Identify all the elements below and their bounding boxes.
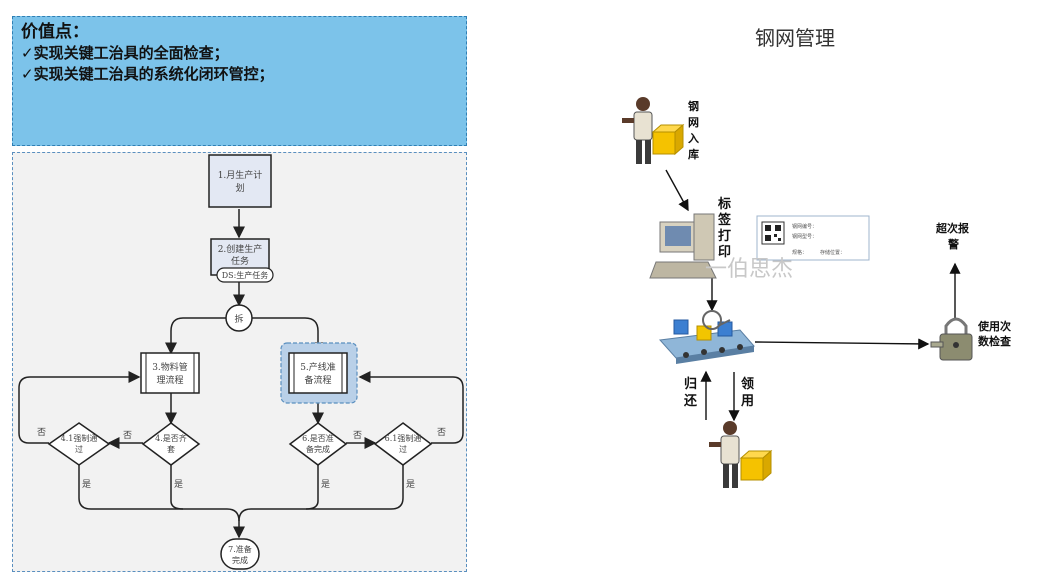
inbound-char-1: 钢 <box>688 99 699 113</box>
node-monthly-plan <box>208 154 272 208</box>
no-label-3: 否 <box>353 430 362 441</box>
decision-4-line2: 套 <box>167 444 175 454</box>
node-1-line1: 1.月生产计 <box>218 169 263 181</box>
overuse-alarm-line2: 警 <box>947 237 959 251</box>
overuse-alarm-line1: 超次报 <box>935 221 970 235</box>
value-points-title: 价值点： <box>21 22 89 42</box>
return-char-1: 归 <box>684 376 697 392</box>
split-label: 拆 <box>234 313 243 325</box>
value-points-panel: 价值点： ✓实现关键工治具的全面检查； ✓实现关键工治具的系统化闭环管控； <box>12 16 467 146</box>
lock-icon <box>930 317 973 361</box>
decision-prep-complete <box>288 422 348 466</box>
node-2-line2: 任务 <box>231 255 249 267</box>
receive-char-1: 领 <box>741 376 754 392</box>
node-line-prep-flow <box>288 352 348 394</box>
worker-icon-bottom <box>709 421 740 488</box>
data-store-tag <box>216 267 274 283</box>
print-char-1: 标 <box>717 196 731 212</box>
label-field-1: 钢网编号： <box>792 223 817 230</box>
decision-6-line1: 6.是否准 <box>302 433 334 443</box>
label-field-4: 存储位置： <box>820 249 845 256</box>
decision-6-line2: 备完成 <box>306 444 330 454</box>
no-label-1: 否 <box>37 427 46 438</box>
node-7-line2: 完成 <box>232 555 248 565</box>
conveyor-icon <box>658 310 755 364</box>
value-point-2: ✓实现关键工治具的系统化闭环管控； <box>21 65 274 83</box>
value-point-1: ✓实现关键工治具的全面检查； <box>21 44 229 62</box>
process-flowchart: 1.月生产计 划 2.创建生产 任务 DS:生产任务 拆 3.物料管 理流程 5… <box>18 154 464 570</box>
node-1-line2: 划 <box>235 182 244 194</box>
decision-force-pass-left <box>47 422 111 466</box>
yes-label-1: 是 <box>82 479 91 490</box>
decision-41-line2: 过 <box>75 444 83 454</box>
usage-check-line1: 使用次 <box>977 319 1011 333</box>
node-7-line1: 7.准备 <box>228 544 252 554</box>
no-label-4: 否 <box>437 427 446 438</box>
return-char-2: 还 <box>683 393 698 409</box>
stencil-title: 钢网管理 <box>755 26 835 50</box>
decision-41-line1: 4.1强制通 <box>61 433 98 443</box>
inbound-char-2: 网 <box>688 116 699 129</box>
decision-force-pass-right <box>373 422 433 466</box>
worker-icon <box>622 97 653 164</box>
watermark-text: 一伯思杰 <box>705 257 793 282</box>
yes-label-4: 是 <box>406 479 415 490</box>
node-5-line2: 备流程 <box>304 374 331 386</box>
process-flowchart-panel: 1.月生产计 划 2.创建生产 任务 DS:生产任务 拆 3.物料管 理流程 5… <box>12 152 467 572</box>
print-char-2: 签 <box>717 212 732 228</box>
label-field-2: 钢网型号： <box>792 233 817 240</box>
decision-61-line1: 6.1强制通 <box>385 433 422 443</box>
yes-label-3: 是 <box>321 479 330 490</box>
no-label-2: 否 <box>123 430 132 441</box>
label-card: 钢网编号： 钢网型号： 规格： 存储位置： <box>756 215 870 261</box>
print-char-3: 打 <box>718 228 731 244</box>
usage-check-line2: 数检查 <box>978 334 1011 348</box>
decision-kit-complete <box>141 422 201 466</box>
node-5-line1: 5.产线准 <box>300 361 336 373</box>
decision-4-line1: 4.是否齐 <box>155 433 187 443</box>
node-2-line1: 2.创建生产 <box>218 243 263 255</box>
yes-label-2: 是 <box>174 479 183 490</box>
box-icon <box>651 123 685 156</box>
inbound-char-4: 库 <box>688 147 699 161</box>
split-gateway <box>225 304 253 332</box>
receive-char-2: 用 <box>740 394 754 409</box>
node-3-line2: 理流程 <box>156 374 183 386</box>
print-char-4: 印 <box>718 245 731 260</box>
node-3-line1: 3.物料管 <box>152 361 188 373</box>
computer-icon <box>649 213 717 279</box>
data-store-label: DS:生产任务 <box>222 270 269 280</box>
node-material-flow <box>140 352 200 394</box>
decision-61-line2: 过 <box>399 444 407 454</box>
inbound-char-3: 入 <box>688 132 699 145</box>
node-prep-done <box>220 538 260 570</box>
label-field-3: 规格： <box>792 249 807 256</box>
box-icon-bottom <box>739 449 773 482</box>
